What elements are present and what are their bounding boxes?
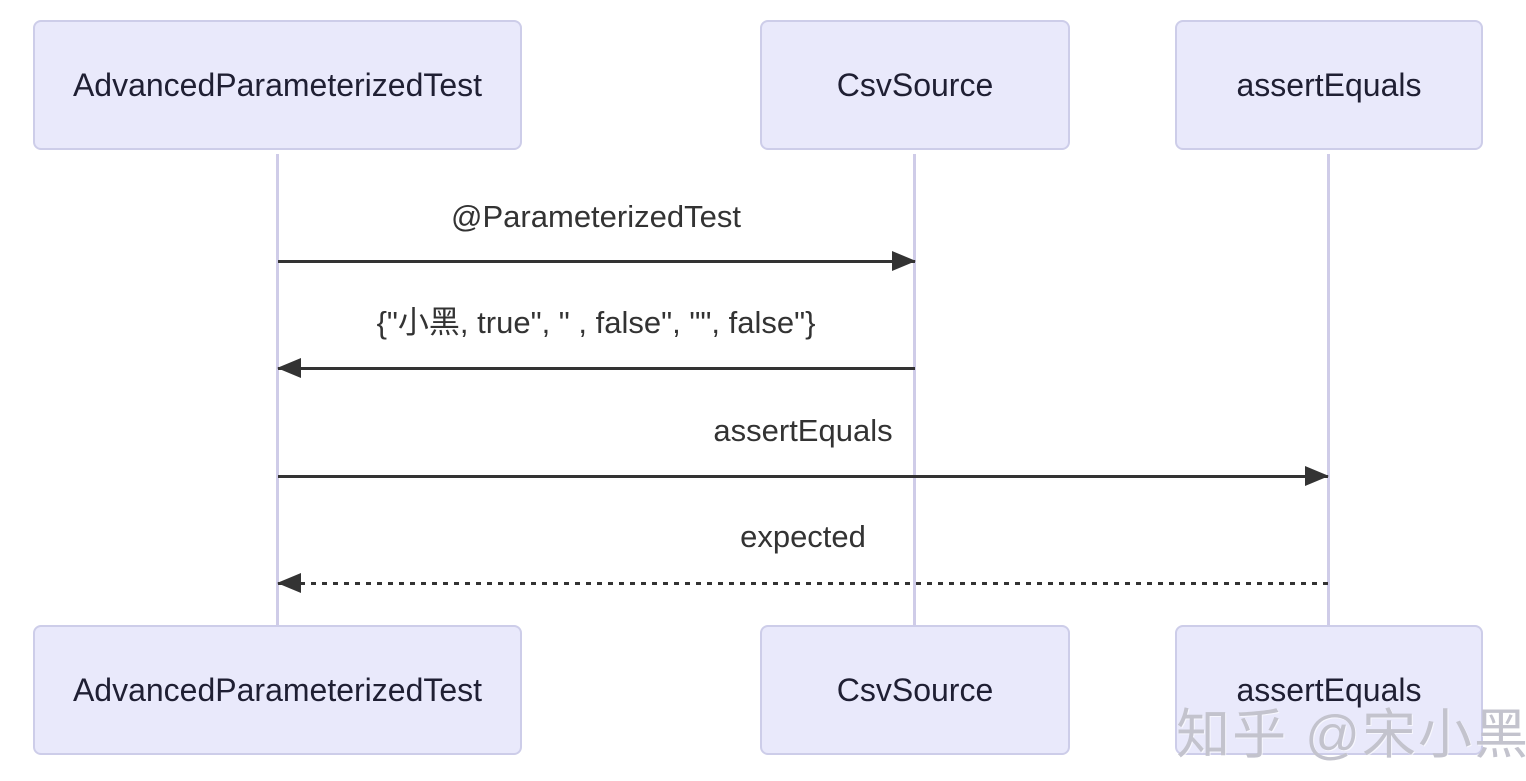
arrowhead-left-icon [277,573,301,593]
message-label-assert-equals: assertEquals [713,413,893,448]
message-arrow-parameterized-test [278,251,916,271]
actor-top-advanced-parameterized-test: AdvancedParameterizedTest [33,20,522,150]
actor-top-csv-source: CsvSource [760,20,1070,150]
arrowhead-left-icon [277,358,301,378]
actor-label: AdvancedParameterizedTest [72,671,483,708]
actor-label: assertEquals [1236,671,1422,708]
lifeline-advanced-parameterized-test [276,154,279,626]
message-label-expected: expected [740,519,866,554]
lifeline-csv-source [913,154,916,626]
arrowhead-right-icon [1305,466,1329,486]
actor-label: AdvancedParameterizedTest [72,66,483,103]
actor-label: assertEquals [1236,66,1422,103]
actor-bottom-csv-source: CsvSource [760,625,1070,755]
message-label-parameterized-test: @ParameterizedTest [451,199,741,234]
actor-label: CsvSource [836,671,994,708]
message-label-csv-values: {"小黑, true", " , false", "", false"} [376,305,816,340]
message-arrow-expected [277,573,1328,593]
message-arrow-assert-equals [278,466,1329,486]
lifeline-assert-equals [1327,154,1330,626]
actor-label: CsvSource [836,66,994,103]
actor-top-assert-equals: assertEquals [1175,20,1483,150]
message-arrow-csv-values [277,358,915,378]
actor-bottom-advanced-parameterized-test: AdvancedParameterizedTest [33,625,522,755]
actor-bottom-assert-equals: assertEquals [1175,625,1483,755]
arrowhead-right-icon [892,251,916,271]
